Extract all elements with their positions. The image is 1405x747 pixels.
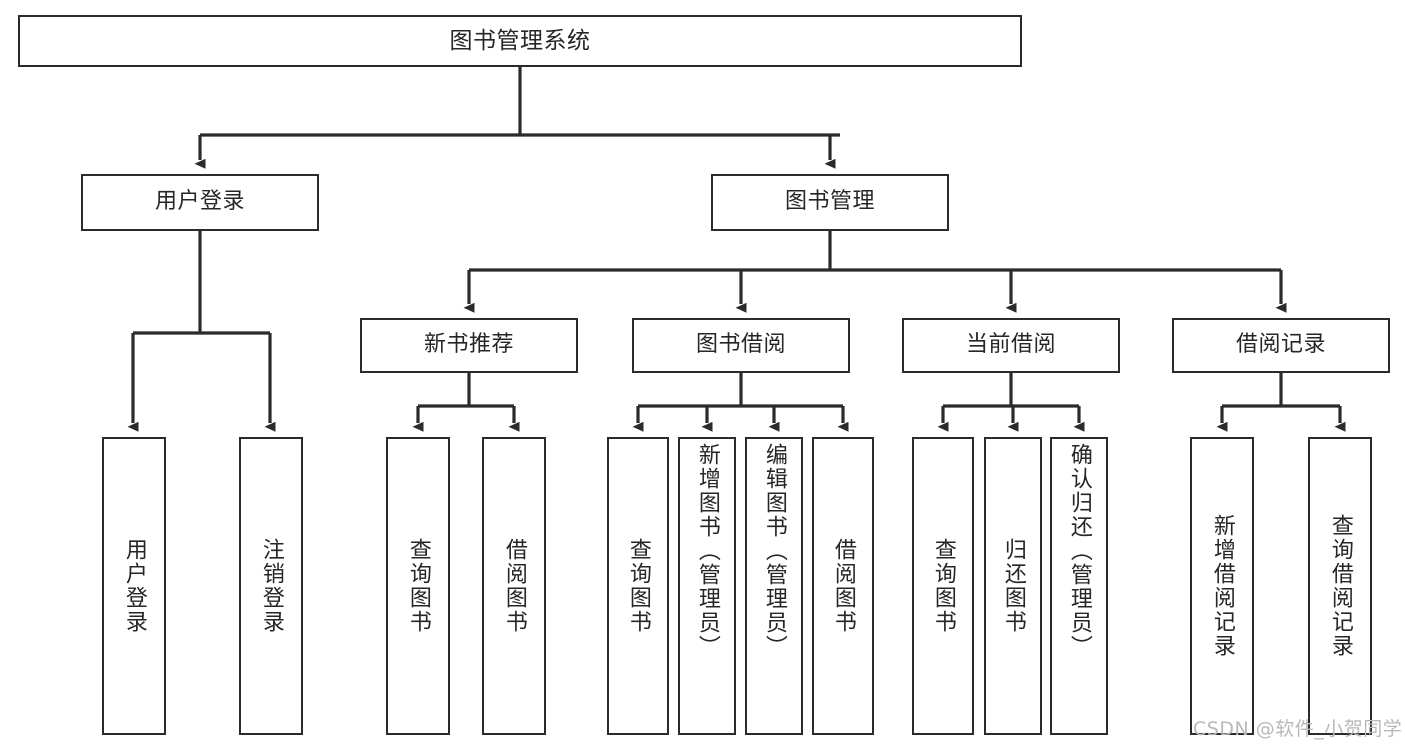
node-leaf[interactable]: 确认归还（管理员） (1050, 437, 1108, 735)
node-new-book-recommend[interactable]: 新书推荐 (360, 318, 578, 373)
node-book-borrow-label: 图书借阅 (695, 332, 786, 358)
node-leaf[interactable]: 查询借阅记录 (1308, 437, 1372, 735)
node-leaf[interactable]: 新增借阅记录 (1190, 437, 1254, 735)
node-current-borrow-label: 当前借阅 (965, 332, 1056, 358)
node-root-label: 图书管理系统 (449, 27, 591, 54)
node-book-borrow[interactable]: 图书借阅 (632, 318, 850, 373)
node-book-management[interactable]: 图书管理 (711, 174, 949, 231)
node-book-management-label: 图书管理 (784, 189, 875, 215)
node-leaf-label: 确认归还（管理员） (1066, 443, 1092, 659)
node-root[interactable]: 图书管理系统 (18, 15, 1022, 67)
node-leaf[interactable]: 借阅图书 (812, 437, 874, 735)
node-leaf[interactable]: 归还图书 (984, 437, 1042, 735)
node-leaf[interactable]: 借阅图书 (482, 437, 546, 735)
node-leaf-label: 编辑图书（管理员） (761, 443, 787, 659)
node-leaf-label: 用户登录 (121, 538, 147, 634)
node-leaf-label: 查询借阅记录 (1327, 514, 1353, 658)
node-leaf-label: 查询图书 (930, 538, 956, 634)
node-leaf-label: 查询图书 (625, 538, 651, 634)
node-leaf[interactable]: 查询图书 (386, 437, 450, 735)
node-user-login-label: 用户登录 (154, 189, 245, 215)
node-current-borrow[interactable]: 当前借阅 (902, 318, 1120, 373)
node-leaf[interactable]: 用户登录 (102, 437, 166, 735)
node-leaf-label: 借阅图书 (830, 538, 856, 634)
watermark: CSDN @软件_小贺同学 (1193, 718, 1403, 740)
node-leaf-label: 查询图书 (405, 538, 431, 634)
node-leaf-label: 新增图书（管理员） (694, 443, 720, 659)
node-borrow-record-label: 借阅记录 (1235, 332, 1326, 358)
node-leaf-label: 新增借阅记录 (1209, 514, 1235, 658)
node-leaf-label: 归还图书 (1000, 538, 1026, 634)
node-borrow-record[interactable]: 借阅记录 (1172, 318, 1390, 373)
node-leaf[interactable]: 查询图书 (912, 437, 974, 735)
node-new-book-recommend-label: 新书推荐 (423, 332, 514, 358)
node-leaf[interactable]: 新增图书（管理员） (678, 437, 736, 735)
node-user-login[interactable]: 用户登录 (81, 174, 319, 231)
node-leaf-label: 借阅图书 (501, 538, 527, 634)
node-leaf[interactable]: 编辑图书（管理员） (745, 437, 803, 735)
node-leaf[interactable]: 查询图书 (607, 437, 669, 735)
node-leaf[interactable]: 注销登录 (239, 437, 303, 735)
node-leaf-label: 注销登录 (258, 538, 284, 634)
